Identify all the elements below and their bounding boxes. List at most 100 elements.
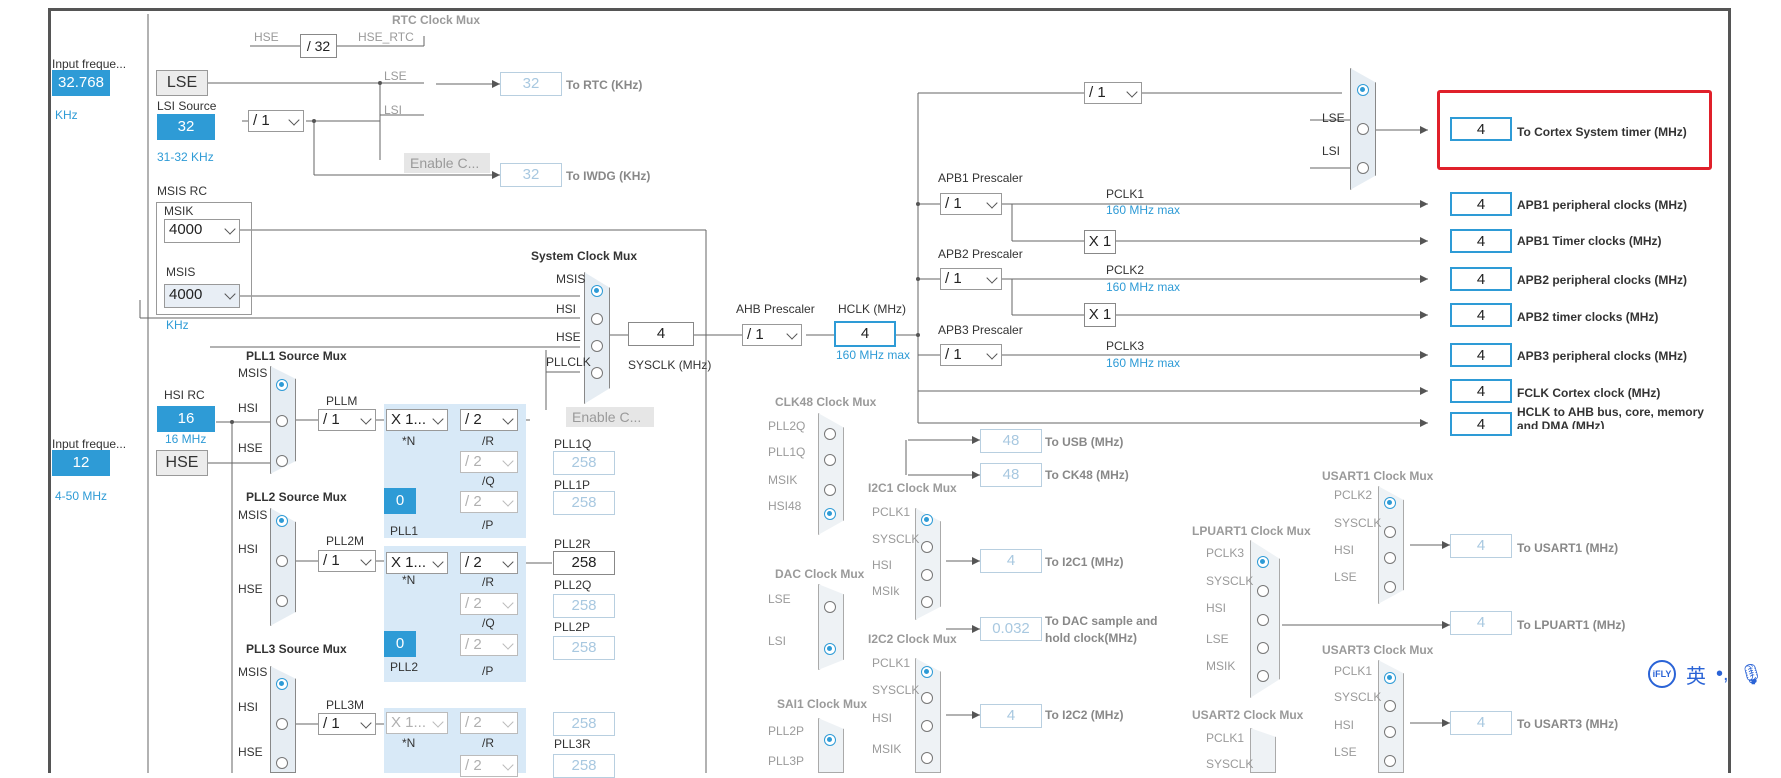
- i2c1-in-2-radio[interactable]: [921, 569, 933, 581]
- i2c2-in-3-radio[interactable]: [921, 752, 933, 764]
- ifly-logo-icon[interactable]: iFLY: [1648, 660, 1676, 688]
- hclk-ahb-value: 4: [1450, 412, 1512, 436]
- chevron-down-icon: [360, 554, 372, 566]
- pll3-msis-radio[interactable]: [276, 678, 288, 690]
- pll1-n-select[interactable]: X 1...: [386, 409, 448, 431]
- pll2-hsi-radio[interactable]: [276, 555, 288, 567]
- pll3-q-select[interactable]: / 2: [460, 755, 518, 777]
- pll1p-value: 258: [553, 491, 615, 515]
- pll2-msis-radio[interactable]: [276, 515, 288, 527]
- lsi-divider-select[interactable]: / 1: [248, 110, 304, 132]
- ahb-prescaler-select[interactable]: / 1: [742, 324, 802, 346]
- pll2-n-select[interactable]: X 1...: [386, 552, 448, 574]
- systick-lsi-radio[interactable]: [1357, 162, 1369, 174]
- pll1-q-select[interactable]: / 2: [460, 451, 518, 473]
- chevron-down-icon: [986, 272, 998, 284]
- pll3-m-select[interactable]: / 1: [318, 713, 376, 735]
- hclk-input[interactable]: 4: [834, 321, 896, 347]
- usart1-in-2-radio[interactable]: [1384, 552, 1396, 564]
- apb3-prescaler-select[interactable]: / 1: [940, 344, 1002, 366]
- dac-mux[interactable]: [818, 584, 844, 670]
- i2c1-in-3-radio[interactable]: [921, 596, 933, 608]
- pll1-m-select[interactable]: / 1: [318, 409, 376, 431]
- lpuart1-in-2-radio[interactable]: [1257, 614, 1269, 626]
- pll1-hsi-radio[interactable]: [276, 415, 288, 427]
- lpuart1-in-4-radio[interactable]: [1257, 670, 1269, 682]
- chevron-down-icon: [502, 716, 514, 728]
- usart3-in-0-radio[interactable]: [1384, 672, 1396, 684]
- hse-rtc-divider[interactable]: / 32: [300, 34, 337, 58]
- usart3-in-2-radio[interactable]: [1384, 726, 1396, 738]
- hse-source: HSE: [156, 450, 208, 476]
- lpuart1-in-1-radio[interactable]: [1257, 585, 1269, 597]
- pll3-n-select[interactable]: X 1...: [386, 712, 448, 734]
- systick-divider-select[interactable]: / 1: [1084, 82, 1142, 104]
- chevron-down-icon: [1126, 86, 1138, 98]
- i2c2-in-1-radio[interactable]: [921, 692, 933, 704]
- pll1-frac-value[interactable]: 0: [384, 488, 416, 514]
- pll1-p-select[interactable]: / 2: [460, 491, 518, 513]
- lpuart1-in-0-radio[interactable]: [1257, 556, 1269, 568]
- sysclk-enable-button[interactable]: Enable C...: [566, 407, 654, 427]
- systick-hclk-radio[interactable]: [1357, 84, 1369, 96]
- msik-select[interactable]: 4000: [164, 219, 240, 243]
- usart1-in-3: LSE: [1334, 570, 1357, 584]
- sysmux-hsi-radio[interactable]: [591, 313, 603, 325]
- sysmux-msis-radio[interactable]: [591, 285, 603, 297]
- dac-lse-radio[interactable]: [824, 601, 836, 613]
- hse-input-value[interactable]: 12: [52, 450, 110, 476]
- i2c2-in-0-radio[interactable]: [921, 666, 933, 678]
- pll1-r-select[interactable]: / 2: [460, 409, 518, 431]
- pll3-hse-radio[interactable]: [276, 757, 288, 769]
- usart3-in-3-radio[interactable]: [1384, 755, 1396, 767]
- rtc-enable-button[interactable]: Enable C...: [404, 153, 490, 173]
- clk48-in-3-radio[interactable]: [824, 508, 836, 520]
- apb2-prescaler-select[interactable]: / 1: [940, 268, 1002, 290]
- usart3-in-2: HSI: [1334, 718, 1355, 732]
- sai1-mux-title: SAI1 Clock Mux: [777, 697, 868, 711]
- pll3-hsi-radio[interactable]: [276, 718, 288, 730]
- clk48-in-0-radio[interactable]: [824, 428, 836, 440]
- lsi-value[interactable]: 32: [157, 114, 215, 140]
- dac-lsi-radio[interactable]: [824, 643, 836, 655]
- usart1-in-0-radio[interactable]: [1384, 497, 1396, 509]
- lpuart1-output-label: To LPUART1 (MHz): [1517, 618, 1626, 632]
- language-toggle[interactable]: 英: [1686, 665, 1706, 688]
- ifly-input-toolbar[interactable]: iFLY 英 •, 🎙: [1648, 654, 1781, 694]
- sai1-in-0-radio[interactable]: [824, 734, 836, 746]
- hsi-value[interactable]: 16: [157, 406, 215, 432]
- systick-lse-radio[interactable]: [1357, 123, 1369, 135]
- clk48-in-1-radio[interactable]: [824, 454, 836, 466]
- pll2-q-select[interactable]: / 2: [460, 593, 518, 615]
- usart1-in-3-radio[interactable]: [1384, 581, 1396, 593]
- clk48-in-2-radio[interactable]: [824, 484, 836, 496]
- lpuart1-in-3-radio[interactable]: [1257, 642, 1269, 654]
- usart3-in-1-radio[interactable]: [1384, 700, 1396, 712]
- lse-input-value[interactable]: 32.768: [52, 70, 110, 96]
- usart1-in-1-radio[interactable]: [1384, 526, 1396, 538]
- hclk-title: HCLK (MHz): [838, 302, 906, 316]
- usart1-output-value: 4: [1450, 534, 1512, 558]
- pll1-hse-radio[interactable]: [276, 455, 288, 467]
- pll3-r-select[interactable]: / 2: [460, 712, 518, 734]
- i2c2-in-2-radio[interactable]: [921, 720, 933, 732]
- pll2-frac-value[interactable]: 0: [384, 631, 416, 657]
- msis-select[interactable]: 4000: [164, 284, 240, 308]
- i2c2-in-2: HSI: [872, 711, 893, 725]
- chevron-down-icon: [502, 759, 514, 771]
- pll2-p-select[interactable]: / 2: [460, 634, 518, 656]
- pll2-r-select[interactable]: / 2: [460, 552, 518, 574]
- microphone-icon[interactable]: 🎙: [1738, 663, 1764, 686]
- i2c1-in-1-radio[interactable]: [921, 541, 933, 553]
- usb-output-label: To USB (MHz): [1045, 435, 1124, 449]
- pll2-hse-radio[interactable]: [276, 595, 288, 607]
- dots-icon[interactable]: •,: [1716, 662, 1729, 685]
- pll1-msis-radio[interactable]: [276, 379, 288, 391]
- sysmux-pllclk-radio[interactable]: [591, 367, 603, 379]
- i2c1-in-0-radio[interactable]: [921, 514, 933, 526]
- sysmux-hse-radio[interactable]: [591, 340, 603, 352]
- usart1-in-2: HSI: [1334, 543, 1355, 557]
- pll2-m-select[interactable]: / 1: [318, 550, 376, 572]
- apb1-prescaler-select[interactable]: / 1: [940, 193, 1002, 215]
- chevron-down-icon: [502, 413, 514, 425]
